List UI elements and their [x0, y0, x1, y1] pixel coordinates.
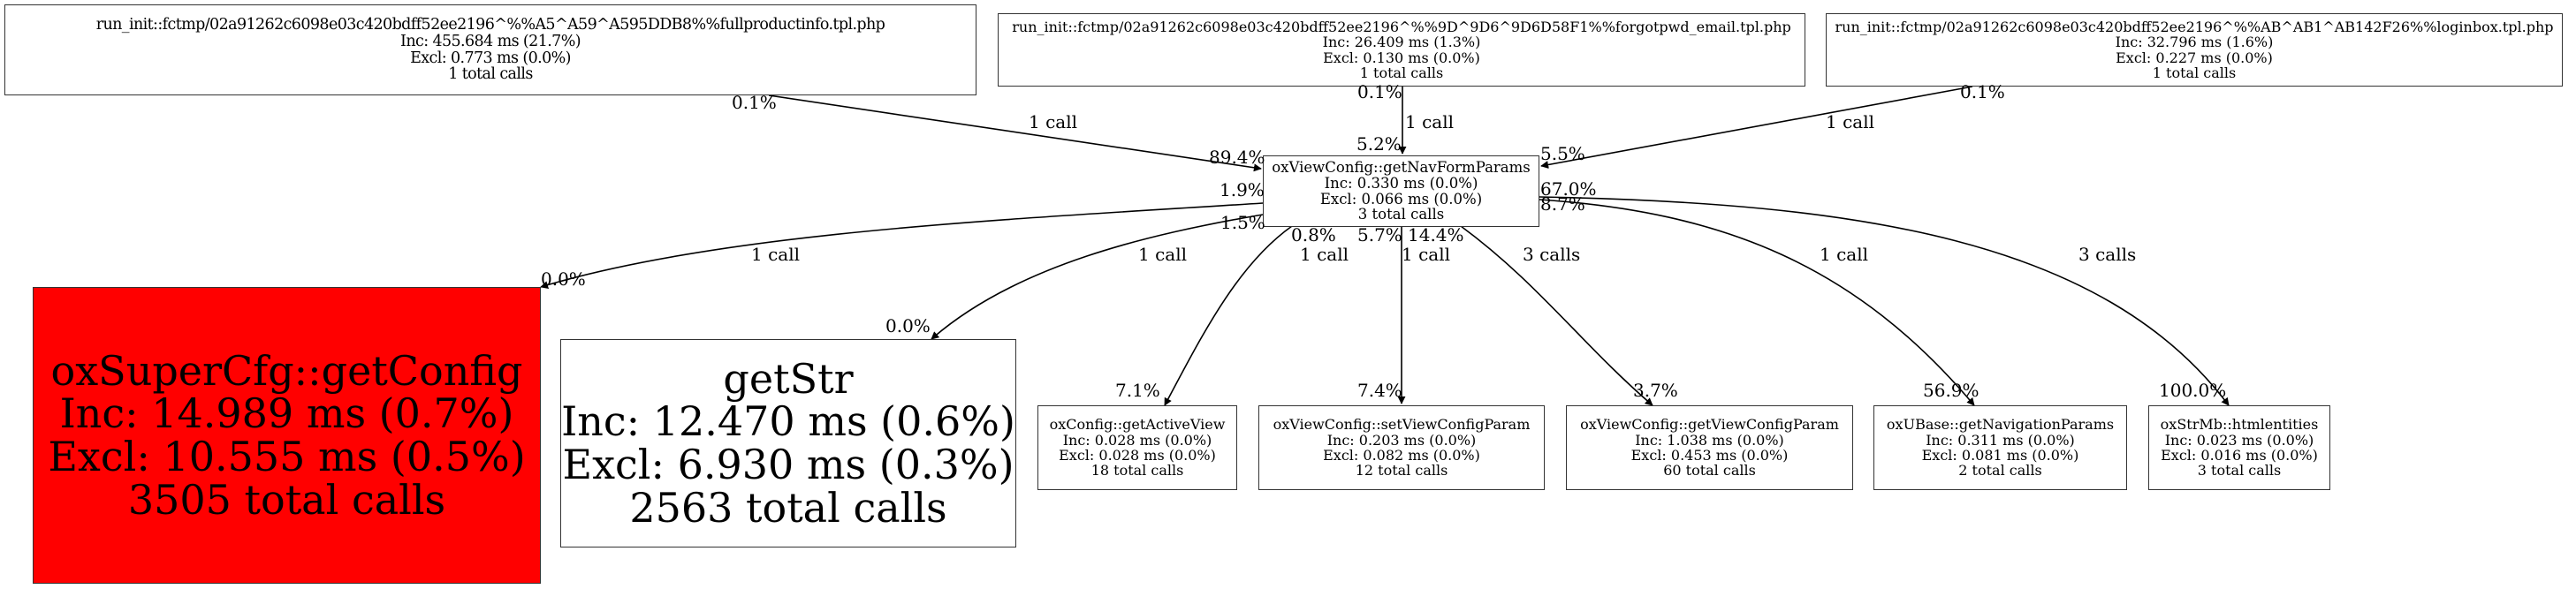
edge-call-label: 1 call: [751, 244, 800, 265]
edge-head-pct: 5.2%: [1356, 133, 1402, 155]
edge-fullproductinfo-to-center: [768, 94, 1262, 172]
node-exclusive-time: Excl: 0.453 ms (0.0%): [1630, 447, 1789, 464]
node-call-count: 18 total calls: [1090, 462, 1184, 480]
edge-tail-pct: 8.7%: [1540, 193, 1585, 215]
node-name: oxSuperCfg::getConfig: [50, 346, 523, 395]
node-inclusive-time: Inc: 32.796 ms (1.6%): [2115, 34, 2274, 51]
node-exclusive-time: Excl: 0.227 ms (0.0%): [2116, 49, 2273, 66]
edge-call-label: 1 call: [1405, 111, 1454, 132]
edge-center-to-getconfig: [540, 202, 1264, 289]
edge-head-pct: 56.9%: [1923, 380, 1979, 401]
edge-tail-pct: 14.4%: [1408, 224, 1464, 245]
node-get-nav-form-params[interactable]: oxViewConfig::getNavFormParams Inc: 0.33…: [1263, 155, 1539, 227]
node-name: oxViewConfig::getNavFormParams: [1272, 158, 1531, 176]
node-inclusive-time: Inc: 1.038 ms (0.0%): [1635, 431, 1784, 449]
node-forgotpwd-email-template[interactable]: run_init::fctmp/02a91262c6098e03c420bdff…: [998, 13, 1805, 87]
edge-center-to-getvcp: [1460, 225, 1653, 406]
edge-loginbox-to-center: [1540, 86, 1973, 169]
node-get-str[interactable]: getStr Inc: 12.470 ms (0.6%) Excl: 6.930…: [560, 339, 1016, 547]
node-get-active-view[interactable]: oxConfig::getActiveView Inc: 0.028 ms (0…: [1037, 405, 1237, 490]
node-inclusive-time: Inc: 14.989 ms (0.7%): [59, 389, 514, 438]
node-exclusive-time: Excl: 0.130 ms (0.0%): [1323, 49, 1480, 66]
edge-tail-pct: 0.8%: [1291, 224, 1336, 245]
edge-head-pct: 100.0%: [2159, 380, 2227, 401]
node-get-config-hotspot[interactable]: oxSuperCfg::getConfig Inc: 14.989 ms (0.…: [33, 287, 541, 584]
node-call-count: 1 total calls: [2152, 64, 2237, 81]
node-call-count: 2563 total calls: [629, 483, 947, 532]
node-name: run_init::fctmp/02a91262c6098e03c420bdff…: [1012, 18, 1791, 35]
node-exclusive-time: Excl: 0.081 ms (0.0%): [1921, 447, 2079, 464]
node-name: run_init::fctmp/02a91262c6098e03c420bdff…: [1835, 18, 2554, 35]
edge-head-pct: 7.4%: [1357, 380, 1402, 401]
node-inclusive-time: Inc: 26.409 ms (1.3%): [1322, 34, 1481, 51]
edge-tail-pct: 1.5%: [1220, 212, 1265, 233]
node-call-count: 1 total calls: [448, 65, 533, 84]
edge-head-pct: 5.5%: [1540, 143, 1585, 164]
edge-call-label: 1 call: [1826, 111, 1874, 132]
node-name: oxConfig::getActiveView: [1049, 416, 1226, 434]
node-exclusive-time: Excl: 0.082 ms (0.0%): [1323, 447, 1480, 464]
edge-tail-pct: 5.7%: [1357, 224, 1402, 245]
node-inclusive-time: Inc: 455.684 ms (21.7%): [400, 32, 581, 50]
edge-call-label: 1 call: [1820, 244, 1868, 265]
edge-head-pct: 7.1%: [1115, 380, 1160, 401]
node-inclusive-time: Inc: 0.028 ms (0.0%): [1062, 431, 1212, 449]
node-call-count: 3505 total calls: [127, 475, 446, 524]
node-name: getStr: [723, 354, 854, 403]
node-name: run_init::fctmp/02a91262c6098e03c420bdff…: [95, 15, 885, 34]
node-exclusive-time: Excl: 0.016 ms (0.0%): [2161, 447, 2318, 464]
node-fullproductinfo-template[interactable]: run_init::fctmp/02a91262c6098e03c420bdff…: [4, 4, 976, 95]
edge-call-label: 1 call: [1402, 244, 1450, 265]
edge-head-pct: 0.0%: [541, 268, 586, 290]
node-exclusive-time: Excl: 0.028 ms (0.0%): [1059, 447, 1216, 464]
node-exclusive-time: Excl: 6.930 ms (0.3%): [562, 441, 1014, 488]
node-call-count: 3 total calls: [2197, 462, 2282, 480]
node-call-count: 60 total calls: [1663, 462, 1756, 480]
edge-call-label: 3 calls: [2078, 244, 2137, 265]
edge-center-to-getstr: [931, 214, 1264, 340]
node-htmlentities[interactable]: oxStrMb::htmlentities Inc: 0.023 ms (0.0…: [2148, 405, 2330, 490]
node-set-view-config-param[interactable]: oxViewConfig::setViewConfigParam Inc: 0.…: [1258, 405, 1545, 490]
node-name: oxViewConfig::getViewConfigParam: [1580, 416, 1839, 434]
edge-call-label: 1 call: [1029, 111, 1077, 132]
node-call-count: 2 total calls: [1958, 462, 2042, 480]
node-inclusive-time: Inc: 0.330 ms (0.0%): [1324, 174, 1478, 192]
edge-call-label: 3 calls: [1523, 244, 1581, 265]
node-inclusive-time: Inc: 0.311 ms (0.0%): [1926, 431, 2075, 449]
edge-tail-pct: 1.9%: [1220, 179, 1265, 200]
node-get-navigation-params[interactable]: oxUBase::getNavigationParams Inc: 0.311 …: [1873, 405, 2127, 490]
edge-tail-pct: 0.1%: [1357, 81, 1402, 102]
node-loginbox-template[interactable]: run_init::fctmp/02a91262c6098e03c420bdff…: [1826, 13, 2563, 87]
node-inclusive-time: Inc: 12.470 ms (0.6%): [561, 397, 1015, 446]
node-name: oxStrMb::htmlentities: [2160, 416, 2319, 434]
edge-center-to-navparams: [1539, 199, 1975, 406]
node-exclusive-time: Excl: 10.555 ms (0.5%): [48, 433, 526, 480]
node-call-count: 12 total calls: [1355, 462, 1448, 480]
edge-head-pct: 3.7%: [1633, 380, 1678, 401]
edge-center-to-activeview: [1164, 225, 1293, 406]
node-name: oxUBase::getNavigationParams: [1886, 416, 2115, 434]
node-call-count: 1 total calls: [1359, 64, 1444, 81]
edge-tail-pct: 0.1%: [732, 92, 777, 113]
node-name: oxViewConfig::setViewConfigParam: [1273, 416, 1531, 434]
node-exclusive-time: Excl: 0.773 ms (0.0%): [410, 49, 571, 67]
node-exclusive-time: Excl: 0.066 ms (0.0%): [1319, 190, 1483, 208]
node-inclusive-time: Inc: 0.203 ms (0.0%): [1326, 431, 1477, 449]
edge-center-to-htmlentities: [1539, 196, 2230, 406]
edge-call-label: 1 call: [1138, 244, 1187, 265]
edge-head-pct: 0.0%: [885, 315, 931, 336]
edge-tail-pct: 0.1%: [1960, 81, 2005, 102]
edge-tail-pct: 67.0%: [1540, 178, 1597, 200]
edge-call-label: 1 call: [1300, 244, 1349, 265]
node-get-view-config-param[interactable]: oxViewConfig::getViewConfigParam Inc: 1.…: [1566, 405, 1853, 490]
node-call-count: 3 total calls: [1357, 206, 1445, 223]
edge-head-pct: 89.4%: [1209, 147, 1265, 168]
node-inclusive-time: Inc: 0.023 ms (0.0%): [2164, 431, 2314, 449]
